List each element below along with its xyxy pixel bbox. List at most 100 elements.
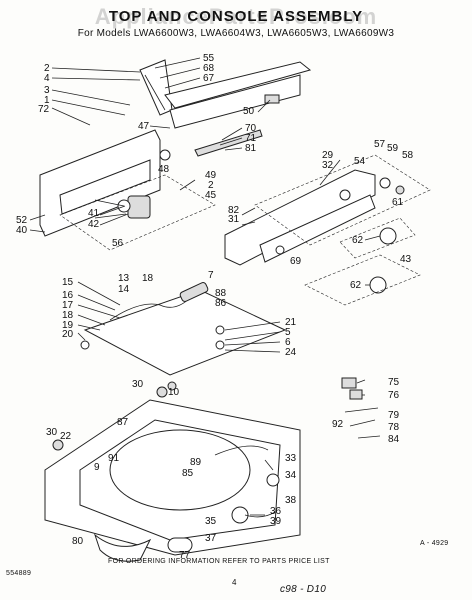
callout-72: 72 (38, 104, 50, 115)
callout-82: 82 (228, 205, 240, 216)
callout-48: 48 (158, 164, 170, 175)
callout-85: 85 (182, 468, 194, 479)
callout-54: 54 (354, 156, 366, 167)
callout-80: 80 (72, 536, 84, 547)
callout-15: 15 (62, 277, 74, 288)
callout-68: 68 (203, 63, 215, 74)
reference-number: 554889 (6, 570, 32, 577)
callout-70: 70 (245, 123, 257, 134)
callout-6: 6 (285, 337, 291, 348)
valve-part (231, 506, 249, 524)
callout-19: 19 (62, 320, 74, 331)
callout-91: 91 (108, 453, 120, 464)
callout-30b: 30 (46, 427, 58, 438)
callout-76: 76 (388, 390, 400, 401)
knob-part (379, 177, 391, 189)
washer-part (215, 340, 225, 350)
callout-21: 21 (285, 317, 297, 328)
callout-16: 16 (62, 290, 74, 301)
callout-20: 20 (62, 329, 74, 340)
console-panel-right (224, 154, 431, 306)
mounting-outline (59, 174, 216, 251)
watermark: AppliancePartsPros.com (94, 4, 378, 29)
callout-29: 29 (322, 150, 334, 161)
hinge-rod (109, 297, 191, 321)
callout-18: 18 (62, 310, 74, 321)
callout-18b: 18 (142, 273, 154, 284)
knob-part (395, 185, 405, 195)
small-part (349, 389, 363, 400)
callout-86: 86 (215, 298, 227, 309)
callout-45: 45 (205, 190, 217, 201)
timer-motor-part (127, 195, 151, 219)
bezel-outline (254, 154, 431, 246)
callout-78: 78 (388, 422, 400, 433)
callout-52: 52 (16, 215, 28, 226)
callout-71: 71 (245, 133, 257, 144)
callout-79: 79 (388, 410, 400, 421)
handwritten-note: c98 - D10 (280, 584, 327, 595)
lid-panel (83, 289, 287, 376)
callout-87: 87 (117, 417, 129, 428)
callout-59: 59 (387, 143, 399, 154)
wire-lead (94, 199, 125, 207)
callout-50: 50 (243, 106, 255, 117)
selector-knob (369, 276, 387, 294)
callout-92: 92 (332, 419, 344, 430)
callout-22: 22 (60, 431, 72, 442)
callout-39: 39 (270, 516, 282, 527)
callout-33: 33 (285, 453, 297, 464)
grommet-part (52, 439, 64, 451)
selector-knob (379, 227, 397, 245)
callout-9: 9 (94, 462, 100, 473)
callout-61: 61 (392, 197, 404, 208)
callout-37: 37 (205, 533, 217, 544)
callout-17: 17 (62, 300, 74, 311)
callout-43: 43 (400, 254, 412, 265)
diagram-title: TOP AND CONSOLE ASSEMBLY (108, 8, 364, 25)
grommet-part (167, 381, 177, 391)
callout-34: 34 (285, 470, 297, 481)
grommet-part (156, 386, 168, 398)
callout-2b: 2 (208, 180, 214, 191)
callout-14: 14 (118, 284, 130, 295)
callout-55: 55 (203, 53, 215, 64)
callout-35: 35 (205, 516, 217, 527)
diagram-subtitle: For Models LWA6600W3, LWA6604W3, LWA6605… (77, 28, 395, 39)
cap-part (266, 473, 280, 487)
callout-62: 62 (352, 235, 364, 246)
console-top-group (159, 61, 312, 161)
callout-30: 30 (132, 379, 144, 390)
callout-62b: 62 (350, 280, 362, 291)
back-panel-group (39, 129, 216, 251)
callout-5: 5 (285, 327, 291, 338)
switch-part (264, 94, 280, 104)
screw-part (80, 340, 90, 350)
rear-panel-inner (59, 159, 151, 215)
seal-ring (167, 537, 193, 553)
callout-75: 75 (388, 377, 400, 388)
knob-hole (275, 245, 285, 255)
small-part (349, 419, 376, 427)
washer-part (215, 325, 225, 335)
callout-36: 36 (270, 506, 282, 517)
callout-38: 38 (285, 495, 297, 506)
callout-57: 57 (374, 139, 386, 150)
callout-47: 47 (138, 121, 150, 132)
callout-41: 41 (88, 208, 100, 219)
small-part (344, 407, 379, 413)
callout-32: 32 (322, 160, 334, 171)
callout-4: 4 (44, 73, 50, 84)
page-number: 4 (232, 578, 237, 587)
lid-switch (179, 282, 209, 302)
callout-13: 13 (118, 273, 130, 284)
callout-42: 42 (88, 219, 100, 230)
leader-lines (29, 57, 381, 516)
small-parts-group (341, 377, 381, 439)
top-cover-group (44, 381, 301, 562)
callout-84: 84 (388, 434, 400, 445)
grommet-part (159, 149, 171, 161)
knob-outline (304, 254, 421, 306)
